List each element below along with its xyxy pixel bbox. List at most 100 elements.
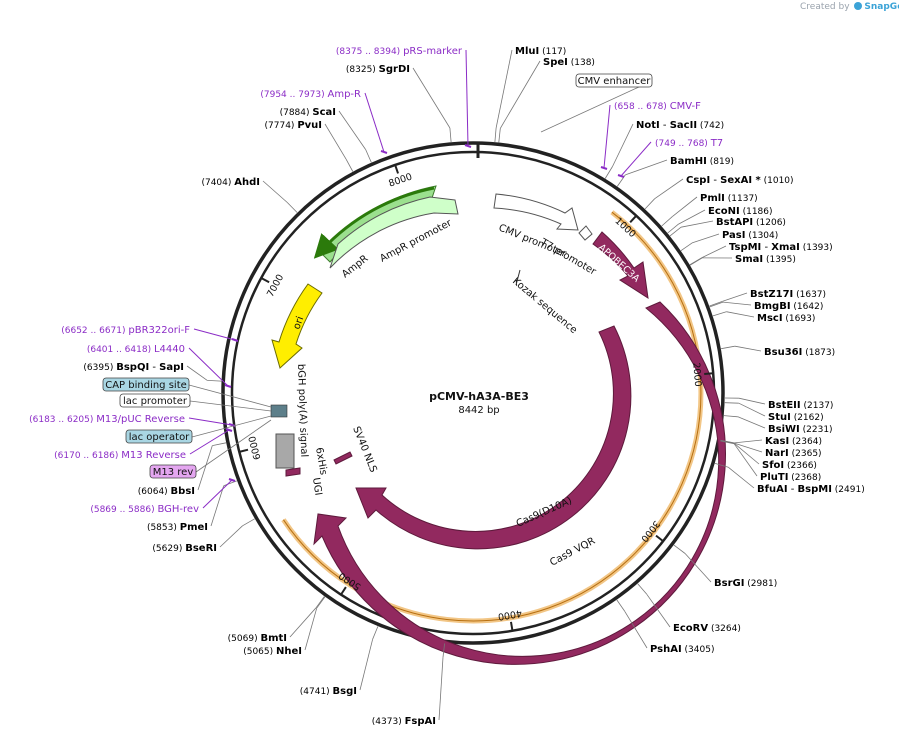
primer-label[interactable]: (7954 .. 7973) Amp-R bbox=[260, 89, 361, 100]
enzyme-leader-line bbox=[714, 463, 729, 468]
enzyme-site-label[interactable]: PasI (1304) bbox=[722, 230, 778, 241]
plasmid-name: pCMV-hA3A-BE3 bbox=[429, 390, 529, 403]
enzyme-site-label[interactable]: MscI (1693) bbox=[757, 313, 815, 324]
sv40-nls-feature[interactable] bbox=[333, 451, 353, 465]
enzyme-site-label[interactable]: BmgBI (1642) bbox=[754, 301, 823, 312]
enzyme-leader-line bbox=[210, 485, 225, 527]
feature-label-ori: ori bbox=[291, 315, 306, 331]
enzyme-site-label[interactable]: (7884) ScaI bbox=[280, 107, 336, 118]
primer-label[interactable]: (6170 .. 6186) M13 Reverse bbox=[54, 450, 186, 461]
enzyme-leader-line bbox=[709, 301, 724, 308]
enzyme-leader-line bbox=[315, 596, 325, 609]
enzyme-site-label[interactable]: NotI - SacII (742) bbox=[636, 120, 724, 131]
primer-binding-mark bbox=[380, 150, 388, 154]
ampr-promoter-feature[interactable] bbox=[329, 196, 459, 269]
enzyme-leader-line bbox=[733, 443, 758, 477]
cas9-d10a-feature[interactable] bbox=[355, 325, 632, 550]
t7-promoter-feature[interactable] bbox=[578, 225, 593, 241]
enzyme-site-label[interactable]: BstZ17I (1637) bbox=[750, 289, 826, 300]
enzyme-site-label[interactable]: SpeI (138) bbox=[543, 57, 595, 68]
enzyme-site-label[interactable]: (5065) NheI bbox=[243, 646, 302, 657]
enzyme-site-label[interactable]: Bsu36I (1873) bbox=[764, 347, 835, 358]
enzyme-site-label[interactable]: EcoRV (3264) bbox=[673, 623, 741, 634]
primer-label[interactable]: (6401 .. 6418) L4440 bbox=[87, 344, 185, 355]
primer-label[interactable]: (749 .. 768) T7 bbox=[655, 138, 723, 149]
primer-label[interactable]: (6652 .. 6671) pBR322ori-F bbox=[61, 325, 190, 336]
enzyme-leader-line bbox=[207, 380, 222, 382]
bgh-polya-feature[interactable] bbox=[275, 433, 295, 469]
enzyme-site-label[interactable]: KasI (2364) bbox=[765, 436, 822, 447]
cmv-promoter-feature[interactable] bbox=[493, 193, 579, 231]
feature-box-label: CMV enhancer bbox=[578, 76, 652, 87]
enzyme-leader-line bbox=[680, 242, 693, 252]
enzyme-label-layer: MluI (117)SpeI (138) NotI - SacII (742) Ba… bbox=[83, 46, 864, 727]
enzyme-leader-line bbox=[678, 209, 706, 225]
primer-label[interactable]: (8375 .. 8394) pRS-marker bbox=[336, 46, 463, 57]
primer-label[interactable]: (5869 .. 5886) BGH-rev bbox=[90, 504, 199, 515]
enzyme-leader-line bbox=[289, 607, 317, 638]
ori-feature[interactable] bbox=[271, 283, 323, 369]
enzyme-site-label[interactable]: PluTI (2368) bbox=[760, 472, 821, 483]
enzyme-site-label[interactable]: BfuAI - BspMI (2491) bbox=[757, 484, 865, 495]
enzyme-leader-line bbox=[499, 60, 541, 129]
feature-box[interactable] bbox=[119, 393, 191, 408]
feature-box-leader bbox=[189, 400, 272, 412]
enzyme-site-label[interactable]: PshAI (3405) bbox=[650, 644, 714, 655]
tick-mark bbox=[655, 534, 664, 542]
enzyme-site-label[interactable]: BsiWI (2231) bbox=[768, 424, 833, 435]
primer-leader-line bbox=[603, 104, 611, 169]
enzyme-leader-line bbox=[637, 583, 648, 595]
enzyme-site-label[interactable]: BstEII (2137) bbox=[768, 400, 833, 411]
enzyme-leader-line bbox=[738, 397, 766, 405]
enzyme-leader-line bbox=[721, 345, 735, 350]
primer-binding-mark bbox=[224, 384, 232, 388]
ugi-feature[interactable] bbox=[285, 467, 301, 477]
enzyme-site-label[interactable]: SfoI (2366) bbox=[762, 460, 817, 471]
enzyme-site-label[interactable]: StuI (2162) bbox=[768, 412, 824, 423]
enzyme-leader-line bbox=[680, 220, 714, 228]
enzyme-site-label[interactable]: CspI - SexAI * (1010) bbox=[686, 175, 794, 186]
enzyme-site-label[interactable]: (6064) BbsI bbox=[138, 486, 195, 497]
enzyme-site-label[interactable]: (4373) FspAI bbox=[372, 716, 436, 727]
enzyme-site-label[interactable]: NarI (2365) bbox=[765, 448, 822, 459]
feature-box[interactable] bbox=[575, 73, 653, 88]
enzyme-site-label[interactable]: (5069) BmtI bbox=[228, 633, 287, 644]
enzyme-site-label[interactable]: SmaI (1395) bbox=[735, 254, 796, 265]
enzyme-site-label[interactable]: BstAPI (1206) bbox=[716, 217, 786, 228]
enzyme-site-label[interactable]: (6395) BspQI - SapI bbox=[83, 362, 184, 373]
enzyme-leader-line bbox=[692, 233, 720, 244]
enzyme-leader-line bbox=[728, 466, 755, 489]
feature-box[interactable] bbox=[125, 429, 193, 444]
enzyme-leader-line bbox=[625, 159, 668, 176]
feature-box[interactable] bbox=[149, 464, 197, 479]
enzyme-leader-line bbox=[365, 149, 372, 163]
primer-leader-line bbox=[188, 417, 233, 426]
enzyme-site-label[interactable]: BsrGI (2981) bbox=[714, 578, 777, 589]
enzyme-site-label[interactable]: (7774) PvuI bbox=[265, 120, 322, 131]
enzyme-leader-line bbox=[669, 226, 682, 237]
feature-box[interactable] bbox=[102, 377, 190, 392]
feature-box-label: M13 rev bbox=[153, 467, 194, 478]
primer-label[interactable]: (6183 .. 6205) M13/pUC Reverse bbox=[29, 414, 185, 425]
enzyme-site-label[interactable]: (7404) AhdI bbox=[201, 177, 260, 188]
enzyme-leader-line bbox=[712, 311, 727, 317]
enzyme-site-label[interactable]: (4741) BsgI bbox=[300, 686, 357, 697]
enzyme-leader-line bbox=[733, 442, 760, 465]
enzyme-site-label[interactable]: (5629) BseRI bbox=[152, 543, 217, 554]
enzyme-site-label[interactable]: TspMI - XmaI (1393) bbox=[729, 242, 833, 253]
primer-label[interactable]: (658 .. 678) CMV-F bbox=[614, 101, 701, 112]
feature-label-6xhis: 6xHis bbox=[313, 447, 329, 476]
enzyme-site-label[interactable]: (8325) SgrDI bbox=[346, 64, 410, 75]
apobec3a-feature[interactable] bbox=[592, 231, 649, 300]
enzyme-leader-line bbox=[673, 544, 686, 554]
enzyme-site-label[interactable]: BamHI (819) bbox=[670, 156, 734, 167]
enzyme-site-label[interactable]: PmlI (1137) bbox=[700, 193, 758, 204]
feature-box-leader bbox=[195, 419, 272, 473]
enzyme-site-label[interactable]: EcoNI (1186) bbox=[708, 206, 773, 217]
cas9-vqr-feature[interactable] bbox=[313, 301, 726, 665]
enzyme-site-label[interactable]: (5853) PmeI bbox=[147, 522, 208, 533]
enzyme-site-label[interactable]: MluI (117) bbox=[515, 46, 566, 57]
plasmid-length: 8442 bp bbox=[458, 405, 499, 416]
tick-label: 8000 bbox=[387, 171, 413, 189]
